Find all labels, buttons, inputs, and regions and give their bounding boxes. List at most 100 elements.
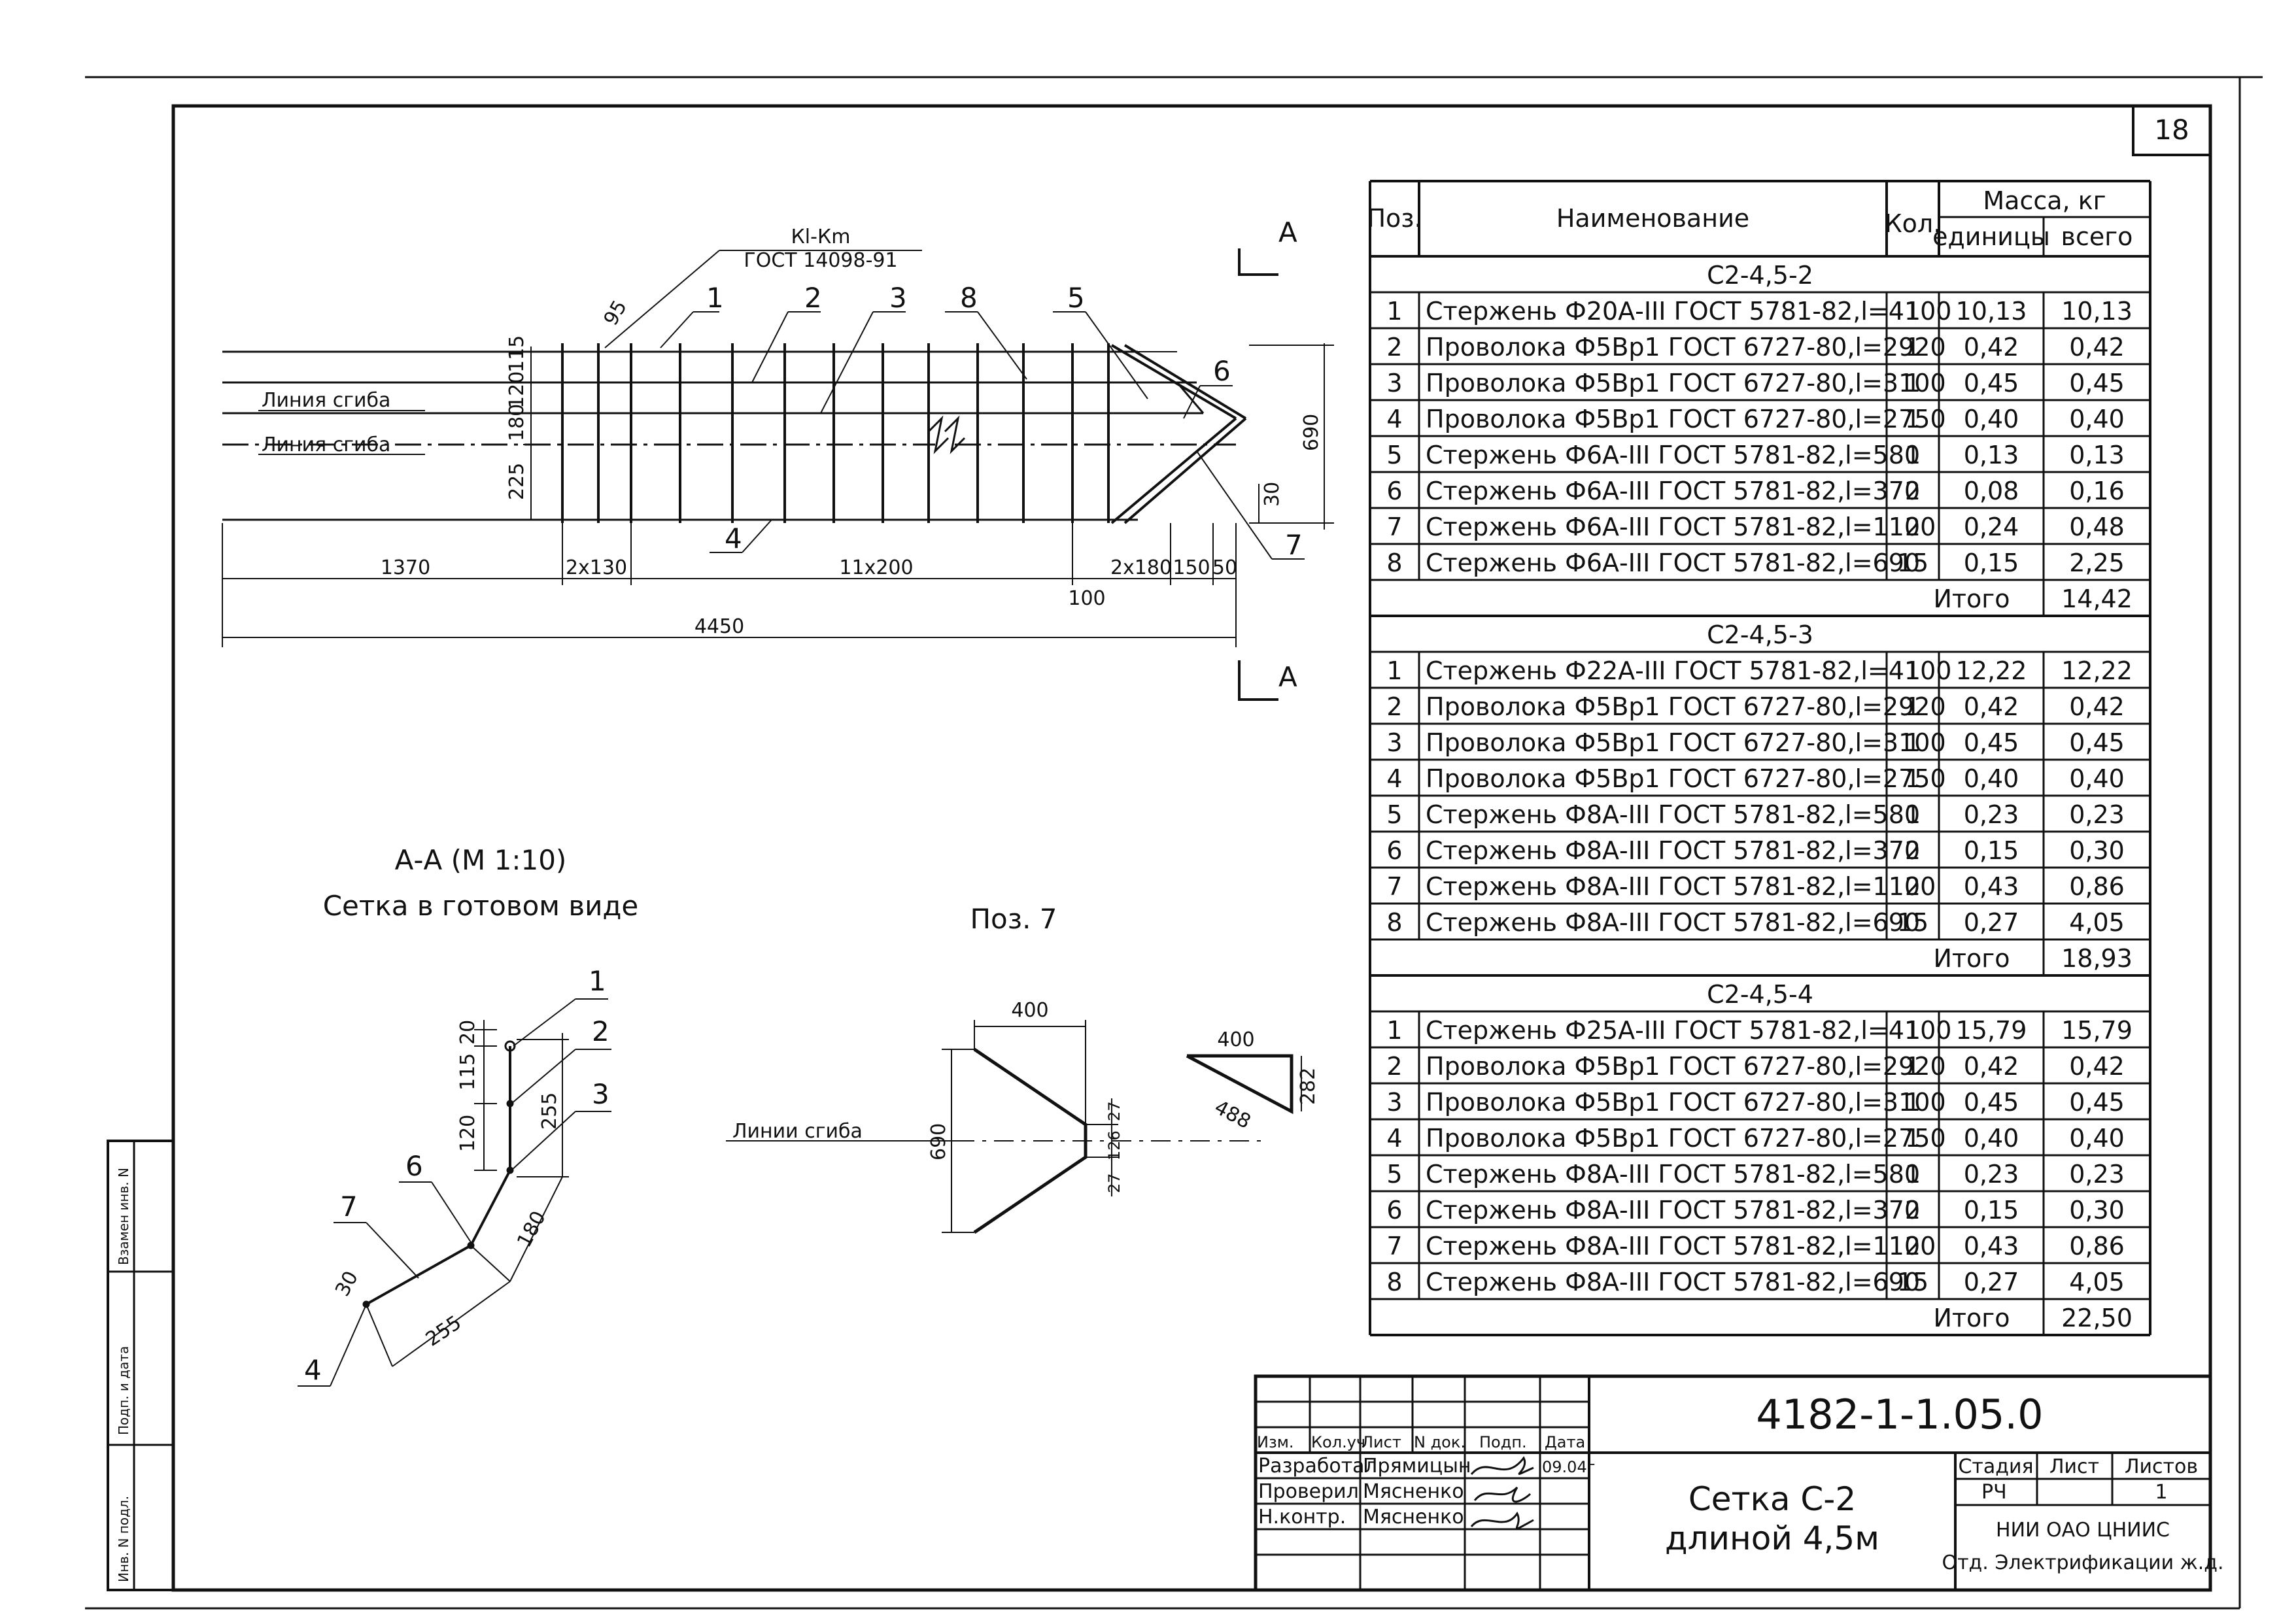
side-stamp-3: Инв. N подл. — [116, 1496, 131, 1582]
row-qty: 1 — [1905, 333, 1921, 362]
row-name: Проволока Ф5Вр1 ГОСТ 6727-80,l=2750 — [1426, 764, 1946, 793]
section-dim-120: 120 — [456, 1115, 479, 1152]
row-pos: 8 — [1386, 1268, 1402, 1296]
row-mass-unit: 0,42 — [1964, 692, 2019, 721]
pos7-title: Поз. 7 — [970, 903, 1057, 935]
tb-role-3: Н.контр. — [1258, 1506, 1346, 1529]
row-name: Проволока Ф5Вр1 ГОСТ 6727-80,l=2920 — [1426, 1052, 1946, 1081]
tb-role-1: Разработал — [1258, 1455, 1377, 1478]
row-mass-unit: 0,43 — [1964, 872, 2019, 901]
side-stamp-1: Взамен инв. N — [116, 1168, 131, 1265]
dim-120: 120 — [505, 371, 528, 409]
header-pos: Поз. — [1367, 204, 1422, 233]
section-title: А-А (М 1:10) — [395, 844, 567, 876]
row-mass-unit: 0,40 — [1964, 764, 2019, 793]
row-qty: 2 — [1905, 513, 1921, 541]
row-pos: 7 — [1386, 872, 1402, 901]
row-name: Стержень Ф8А-III ГОСТ 5781-82,l=1100 — [1426, 872, 1936, 901]
side-stamp — [107, 1140, 175, 1591]
stage-value: РЧ — [1981, 1481, 2007, 1504]
row-qty: 1 — [1905, 1088, 1921, 1117]
group-title: С2-4,5-2 — [1707, 261, 1813, 290]
row-mass-total: 0,86 — [2069, 872, 2125, 901]
stage-label: Стадия — [1958, 1455, 2033, 1478]
row-name: Проволока Ф5Вр1 ГОСТ 6727-80,l=2750 — [1426, 405, 1946, 433]
triangle-dim-282: 282 — [1297, 1068, 1320, 1105]
section-dim-255: 255 — [422, 1311, 466, 1351]
section-dim-180: 180 — [513, 1208, 551, 1251]
bend-line-2: Линия сгиба — [262, 433, 390, 456]
row-qty: 1 — [1905, 800, 1921, 829]
row-qty: 1 — [1905, 441, 1921, 469]
row-qty: 2 — [1905, 1232, 1921, 1260]
section-mark-top: А — [1278, 216, 1297, 248]
row-mass-total: 0,23 — [2069, 1160, 2125, 1189]
row-name: Стержень Ф6А-III ГОСТ 5781-82,l=1100 — [1426, 513, 1936, 541]
section-callout-1: 1 — [589, 965, 606, 997]
row-qty: 2 — [1905, 872, 1921, 901]
section-labels: А-А (М 1:10) Сетка в готовом виде 1 2 3 … — [304, 844, 638, 1386]
row-name: Стержень Ф6А-III ГОСТ 5781-82,l=580 — [1426, 441, 1920, 469]
triangle-dim-400: 400 — [1217, 1028, 1254, 1051]
row-mass-total: 0,42 — [2069, 692, 2125, 721]
pos7-bend-lines: Линии сгиба — [732, 1120, 863, 1143]
row-name: Стержень Ф8А-III ГОСТ 5781-82,l=370 — [1426, 836, 1920, 865]
tb-name-1: Прямицын — [1363, 1455, 1471, 1478]
row-mass-total: 0,86 — [2069, 1232, 2125, 1260]
row-qty: 1 — [1905, 1016, 1921, 1045]
bend-line-1: Линия сгиба — [262, 389, 390, 412]
side-stamp-2: Подп. и дата — [116, 1346, 131, 1435]
row-qty: 1 — [1905, 405, 1921, 433]
section-callout-6: 6 — [405, 1150, 423, 1182]
dim-2x180: 2х180 — [1110, 556, 1172, 579]
callout-5: 5 — [1067, 282, 1085, 314]
row-name: Стержень Ф6А-III ГОСТ 5781-82,l=370 — [1426, 477, 1920, 505]
row-mass-unit: 0,23 — [1964, 800, 2019, 829]
row-name: Стержень Ф25А-III ГОСТ 5781-82,l=4100 — [1426, 1016, 1951, 1045]
row-mass-total: 0,48 — [2069, 513, 2125, 541]
dim-2x130: 2х130 — [566, 556, 627, 579]
row-mass-unit: 0,27 — [1964, 1268, 2019, 1296]
signature-2 — [1473, 1486, 1532, 1503]
callout-7: 7 — [1285, 529, 1303, 561]
row-mass-total: 0,42 — [2069, 1052, 2125, 1081]
row-mass-unit: 0,23 — [1964, 1160, 2019, 1189]
signature-3 — [1470, 1512, 1534, 1530]
section-callout-2: 2 — [592, 1015, 609, 1047]
row-pos: 4 — [1386, 405, 1402, 433]
tb-role-2: Проверил — [1258, 1480, 1359, 1503]
row-name: Стержень Ф8А-III ГОСТ 5781-82,l=690 — [1426, 908, 1920, 937]
sum-value: 14,42 — [2061, 584, 2133, 613]
row-pos: 1 — [1386, 1016, 1402, 1045]
row-mass-unit: 0,13 — [1964, 441, 2019, 469]
tb-col-list: Лист — [1362, 1433, 1401, 1451]
triangle-dim-488: 488 — [1210, 1096, 1254, 1134]
row-pos: 6 — [1386, 477, 1402, 505]
row-mass-unit: 0,24 — [1964, 513, 2019, 541]
row-mass-total: 0,30 — [2069, 836, 2125, 865]
drawing-name-1: Сетка С-2 — [1688, 1480, 1856, 1518]
row-pos: 5 — [1386, 800, 1402, 829]
row-qty: 2 — [1905, 477, 1921, 505]
header-qty: Кол. — [1885, 209, 1942, 238]
row-mass-total: 0,42 — [2069, 333, 2125, 362]
row-mass-unit: 0,45 — [1964, 728, 2019, 757]
tb-name-2: Мясненко — [1363, 1480, 1464, 1503]
pos7-dim-690: 690 — [927, 1123, 950, 1160]
group-title: С2-4,5-3 — [1707, 620, 1813, 649]
callout-4: 4 — [725, 522, 742, 554]
weld-size: 95 — [600, 296, 632, 330]
side-stamp-labels: Взамен инв. N Подп. и дата Инв. N подл. — [116, 1168, 131, 1582]
position-7-labels: Поз. 7 Линии сгиба 400 690 27 126 27 400… — [732, 903, 1320, 1193]
row-qty: 15 — [1897, 908, 1928, 937]
signature-1 — [1470, 1456, 1534, 1475]
row-pos: 3 — [1386, 1088, 1402, 1117]
row-name: Стержень Ф8А-III ГОСТ 5781-82,l=580 — [1426, 800, 1920, 829]
dim-115: 115 — [505, 335, 528, 373]
row-qty: 1 — [1905, 656, 1921, 685]
callout-8: 8 — [960, 282, 978, 314]
dim-4450: 4450 — [694, 615, 744, 638]
dim-50: 50 — [1212, 556, 1237, 579]
dim-690: 690 — [1300, 414, 1323, 451]
row-qty: 15 — [1897, 1268, 1928, 1296]
